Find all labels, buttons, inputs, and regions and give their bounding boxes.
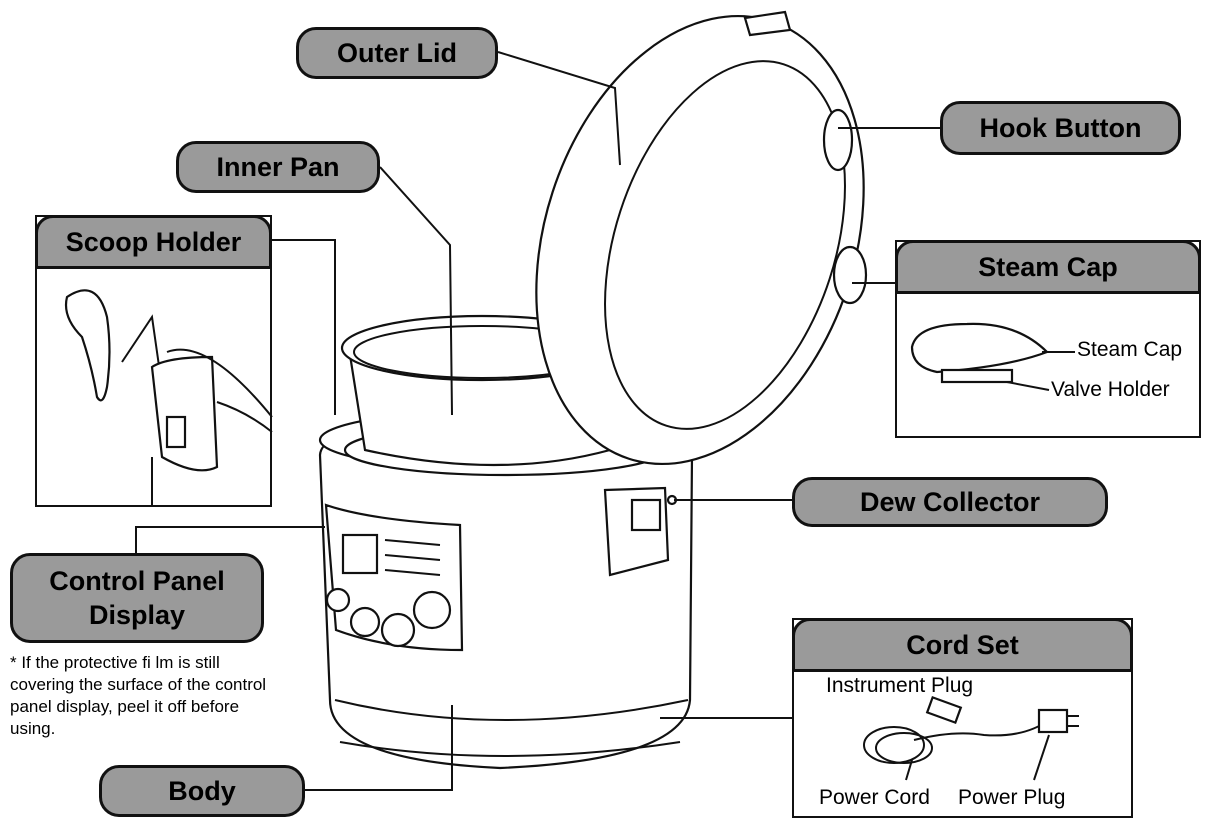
control-panel-line1: Control Panel xyxy=(49,566,225,596)
scoop-holder-leader xyxy=(272,239,336,415)
outer-lid-leader xyxy=(497,51,621,166)
hook-button-label: Hook Button xyxy=(940,101,1181,155)
control-panel-display-label: Control Panel Display xyxy=(10,553,264,643)
body-leader xyxy=(305,705,453,791)
protective-film-note: * If the protective fi lm is still cover… xyxy=(10,653,267,738)
scoop-holder-label: Scoop Holder xyxy=(35,215,272,269)
control-panel-line2: Display xyxy=(88,600,186,630)
valve-holder-label: Valve Holder xyxy=(1051,378,1170,401)
dew-collector-label: Dew Collector xyxy=(792,477,1108,527)
cord-set-label: Cord Set xyxy=(792,618,1133,672)
cord-set-panel: Cord Set Instrument Plug Power Cord Powe… xyxy=(792,618,1133,818)
cord-set-illustration xyxy=(863,695,1079,781)
inner-pan-label: Inner Pan xyxy=(176,141,380,193)
power-cord-label: Power Cord xyxy=(819,786,930,809)
scoop-holder-panel: Scoop Holder xyxy=(35,215,273,507)
steam-cap-label: Steam Cap xyxy=(895,240,1201,294)
instrument-plug-label: Instrument Plug xyxy=(826,674,974,697)
outer-lid-label: Outer Lid xyxy=(296,27,498,79)
steam-cap-panel: Steam Cap Steam Cap Valve Holder xyxy=(895,240,1201,438)
steam-cap-illustration xyxy=(910,322,1075,391)
steam-cap-detail-label: Steam Cap xyxy=(1077,338,1183,361)
inner-pan-leader xyxy=(379,166,453,416)
control-panel-leader xyxy=(135,526,325,553)
scoop-holder-illustration xyxy=(64,289,273,507)
power-plug-label: Power Plug xyxy=(958,786,1066,809)
body-label: Body xyxy=(99,765,305,817)
